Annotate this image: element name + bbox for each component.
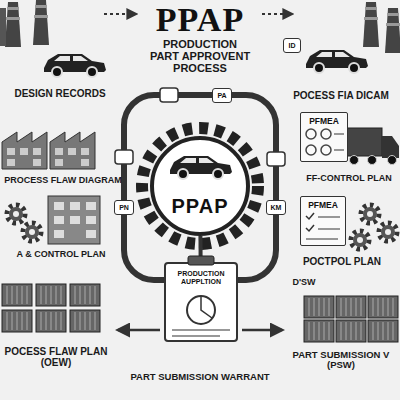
icon-tag: PA [212, 88, 232, 103]
node-text: PRODUCTION AUPPLTION [169, 270, 233, 285]
text-label: PROCESS FLAW DIAGRAM [0, 176, 126, 186]
title-text: PPAP [100, 2, 300, 38]
text-label: PART SUBMISSION V (PSW) [282, 350, 400, 371]
icon-tag: PN [114, 200, 134, 215]
node-text: PPAP [172, 195, 229, 218]
text-label: PART SUBMISSION WARRANT [115, 372, 285, 382]
text-label: A & CONTROL PLAN [0, 250, 122, 260]
node-text: PFMEA [301, 200, 345, 210]
text-label: DESIGN RECORDS [0, 88, 120, 99]
document-box: PFMEA [300, 112, 348, 162]
gear-circle: PPAP [150, 136, 250, 236]
text-label: POCTPOL PLAN [286, 256, 398, 267]
text-label: POCESS FLAW PLAN (OEW) [0, 346, 112, 368]
text-label: D'SW [284, 278, 324, 288]
node-text: KM [271, 204, 282, 211]
node-text: PN [119, 204, 129, 211]
node-text: ID [289, 42, 296, 49]
text-label: POCESS FIA DICAM [282, 90, 400, 101]
node-text: PA [217, 92, 226, 99]
clipboard-box: PRODUCTION AUPPLTION [164, 262, 238, 342]
text-label: PRODUCTION PART APPROVENT PROCESS [148, 38, 252, 74]
document-box: PFMEA [300, 196, 346, 246]
icon-tag: ID [283, 38, 301, 53]
icon-tag: KM [266, 200, 286, 215]
connector-line [198, 236, 202, 262]
text-label: FF-CONTROL PLAN [298, 174, 400, 184]
node-text: PFMEA [301, 116, 347, 126]
